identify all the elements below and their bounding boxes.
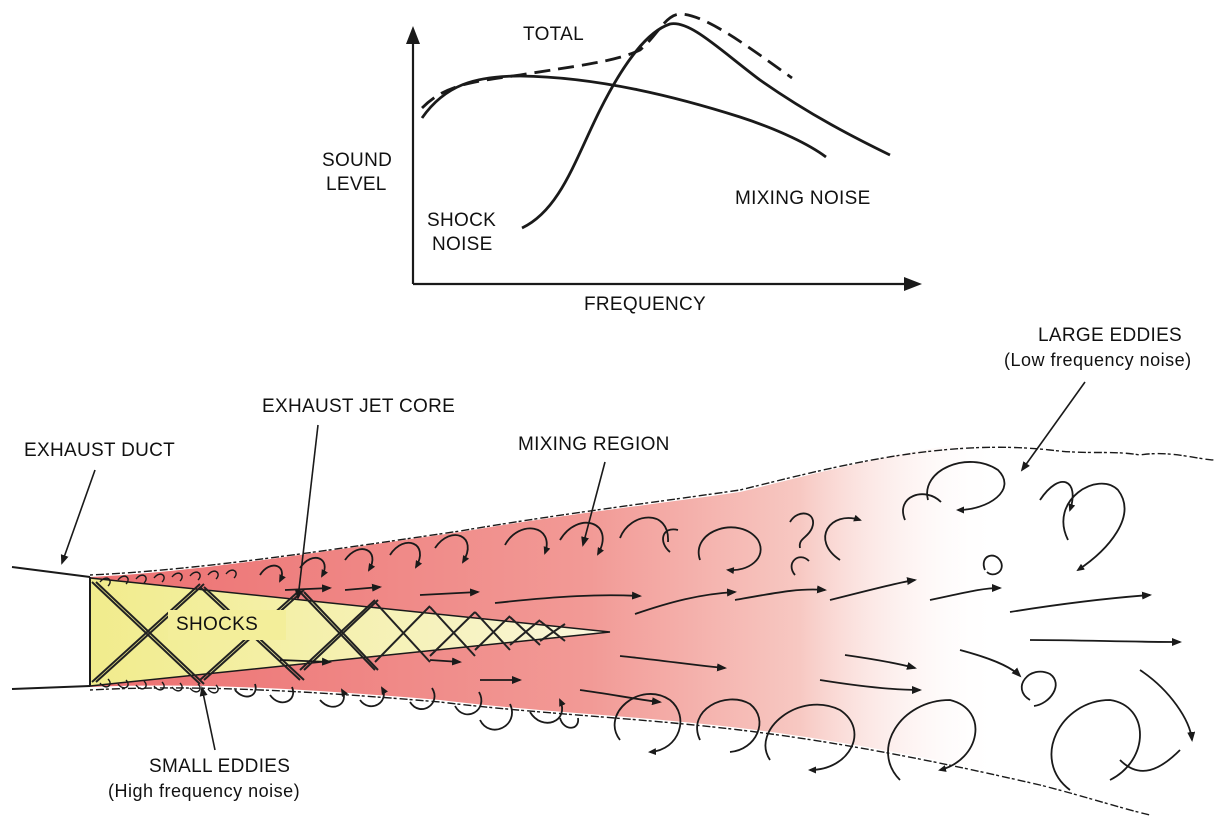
y-axis-label-line2: LEVEL bbox=[326, 174, 387, 196]
small-eddies-label: SMALL EDDIES bbox=[149, 756, 290, 778]
x-axis-label: FREQUENCY bbox=[584, 294, 706, 316]
shocks-label: SHOCKS bbox=[176, 614, 258, 636]
small-eddies-leader bbox=[202, 688, 215, 750]
shock-noise-label-line1: SHOCK bbox=[427, 210, 496, 232]
mixing-noise-label: MIXING NOISE bbox=[735, 188, 871, 210]
large-eddies-note: (Low frequency noise) bbox=[1004, 349, 1192, 371]
shock-noise-label-line2: NOISE bbox=[432, 234, 493, 256]
small-eddies-note: (High frequency noise) bbox=[108, 780, 300, 802]
y-axis-label-line1: SOUND bbox=[322, 150, 392, 172]
mixing-region-label: MIXING REGION bbox=[518, 434, 670, 456]
total-curve-label: TOTAL bbox=[523, 24, 584, 46]
exhaust-duct-leader bbox=[62, 470, 95, 563]
large-eddies-label: LARGE EDDIES bbox=[1038, 325, 1182, 347]
exhaust-jet-core-label: EXHAUST JET CORE bbox=[262, 396, 455, 418]
large-eddies-leader bbox=[1022, 382, 1085, 470]
exhaust-duct bbox=[12, 567, 90, 689]
exhaust-duct-label: EXHAUST DUCT bbox=[24, 440, 175, 462]
mixing-noise-curve bbox=[422, 76, 826, 157]
